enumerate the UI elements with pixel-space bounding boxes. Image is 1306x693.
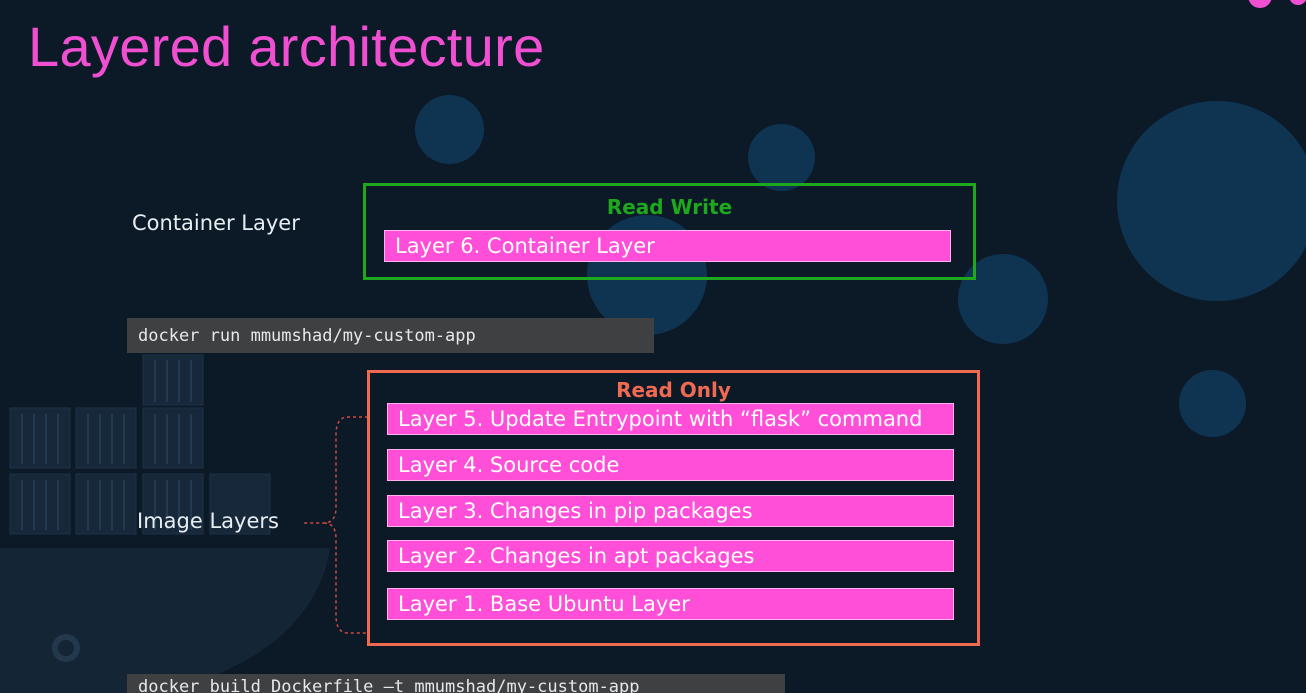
- image-layers-label: Image Layers: [137, 509, 279, 533]
- layer-2-apt-packages-bar: Layer 2. Changes in apt packages: [387, 540, 954, 572]
- layer-5-entrypoint-bar: Layer 5. Update Entrypoint with “flask” …: [387, 403, 954, 435]
- read-only-heading: Read Only: [616, 378, 731, 402]
- layer-6-container-bar: Layer 6. Container Layer: [384, 230, 951, 262]
- bg-bubble: [1179, 370, 1246, 437]
- bg-bubble: [1117, 101, 1306, 301]
- container-layer-label: Container Layer: [132, 211, 300, 235]
- read-write-box: Read Write: [363, 183, 976, 280]
- image-layers-brace: [302, 416, 368, 634]
- slide-title: Layered architecture: [28, 15, 545, 78]
- bg-bubble: [748, 124, 815, 191]
- docker-whale-watermark: [0, 354, 330, 693]
- layer-1-base-ubuntu-bar: Layer 1. Base Ubuntu Layer: [387, 588, 954, 620]
- layer-3-pip-packages-bar: Layer 3. Changes in pip packages: [387, 495, 954, 527]
- read-write-heading: Read Write: [606, 195, 733, 219]
- layer-4-source-code-bar: Layer 4. Source code: [387, 449, 954, 481]
- read-only-box: Read Only: [367, 370, 980, 646]
- docker-build-command: docker build Dockerfile –t mmumshad/my-c…: [127, 674, 785, 693]
- corner-decoration: [1248, 0, 1306, 8]
- bg-bubble: [415, 95, 484, 164]
- docker-run-command: docker run mmumshad/my-custom-app: [127, 318, 654, 353]
